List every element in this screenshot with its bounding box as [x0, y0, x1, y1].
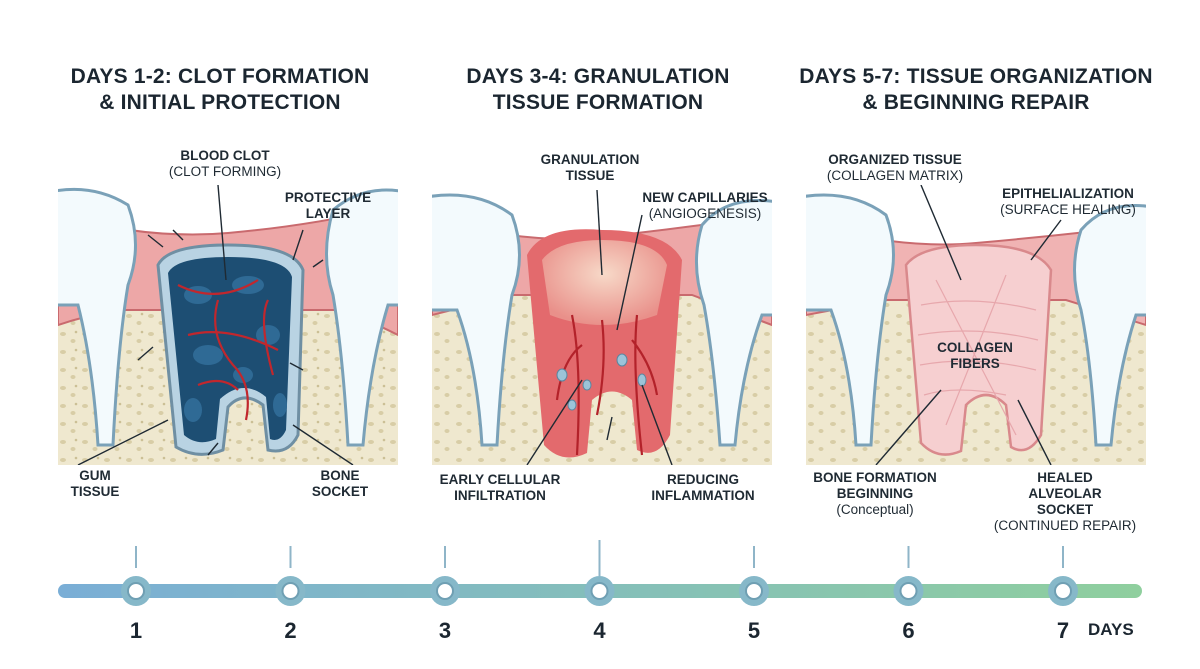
label-collagen-fibers: COLLAGEN FIBERS — [925, 340, 1025, 372]
timeline-node-center-5 — [745, 582, 763, 600]
label-gum-tissue: GUM TISSUE — [55, 468, 135, 500]
gum-text-2: TISSUE — [70, 484, 120, 499]
label-granulation-tissue: GRANULATION TISSUE — [520, 152, 660, 184]
stage3-title-line1: DAYS 5-7: TISSUE ORGANIZATION — [799, 65, 1153, 88]
left-tooth-2 — [432, 193, 521, 447]
timeline-node-center-4 — [590, 582, 609, 600]
new-capillaries — [555, 314, 659, 456]
label-early-infiltration: EARLY CELLULAR INFILTRATION — [425, 472, 575, 504]
coll-text-1: COLLAGEN — [937, 340, 1013, 355]
reduce-text-2: INFLAMMATION — [651, 488, 755, 503]
stage1-leaders — [77, 185, 354, 465]
timeline-node-center-6 — [899, 582, 918, 600]
timeline-day-5: 5 — [747, 618, 761, 643]
label-protective-layer: PROTECTIVE LAYER — [268, 190, 388, 222]
timeline-day-3: 3 — [438, 618, 452, 643]
label-organized-tissue: ORGANIZED TISSUE (COLLAGEN MATRIX) — [820, 152, 970, 184]
early-text-2: INFILTRATION — [454, 488, 546, 503]
healed-text-2: ALVEOLAR — [1028, 486, 1102, 501]
timeline — [58, 540, 1142, 606]
organized-tissue — [904, 243, 1053, 456]
reduce-text-1: REDUCING — [666, 472, 739, 487]
stage2-title-line2: TISSUE FORMATION — [492, 91, 704, 114]
collagen-fibers — [917, 274, 1039, 436]
stage2-illustration — [432, 185, 772, 465]
stage2-leaders — [526, 189, 673, 465]
timeline-node-center-2 — [281, 582, 300, 600]
healed-sub-text: (CONTINUED REPAIR) — [993, 518, 1137, 533]
label-bone-formation: BONE FORMATION BEGINNING (Conceptual) — [800, 470, 950, 518]
protective-text-2: LAYER — [305, 206, 351, 221]
timeline-node-center-1 — [127, 582, 145, 600]
stage2-title: DAYS 3-4: GRANULATION TISSUE FORMATION — [408, 64, 788, 116]
stage3-title: DAYS 5-7: TISSUE ORGANIZATION & BEGINNIN… — [786, 64, 1166, 116]
label-blood-clot: BLOOD CLOT (CLOT FORMING) — [140, 148, 310, 180]
timeline-day-2: 2 — [284, 618, 297, 643]
stage1-svg — [58, 185, 398, 465]
stage1-title-line2: & INITIAL PROTECTION — [99, 91, 341, 114]
blood-clot-sub-text: (CLOT FORMING) — [168, 164, 282, 179]
epi-sub-text: (SURFACE HEALING) — [1000, 202, 1136, 217]
timeline-day-1: 1 — [129, 618, 143, 643]
right-tooth-3 — [1073, 204, 1146, 447]
label-new-capillaries: NEW CAPILLARIES (ANGIOGENESIS) — [630, 190, 780, 222]
protective-text-1: PROTECTIVE — [284, 190, 372, 205]
label-epithelialization: EPITHELIALIZATION (SURFACE HEALING) — [988, 186, 1148, 218]
boneform-text-2: BEGINNING — [836, 486, 914, 501]
stage2-title-line1: DAYS 3-4: GRANULATION — [466, 65, 730, 88]
org-text-1: ORGANIZED TISSUE — [828, 152, 962, 167]
coll-text-2: FIBERS — [950, 356, 1000, 371]
timeline-day-4: 4 — [593, 618, 606, 643]
cap-sub-text: (ANGIOGENESIS) — [648, 206, 762, 221]
label-reducing-inflammation: REDUCING INFLAMMATION — [628, 472, 778, 504]
bone-text-1: BONE — [320, 468, 360, 483]
boneform-text-1: BONE FORMATION — [813, 470, 937, 485]
granulation-tissue — [542, 240, 667, 325]
stage3-illustration — [806, 185, 1146, 465]
stage1-title-line1: DAYS 1-2: CLOT FORMATION — [70, 65, 370, 88]
gran-text-2: TISSUE — [565, 168, 615, 183]
right-tooth — [325, 188, 398, 447]
left-tooth — [58, 187, 137, 447]
clot-vessels — [177, 279, 279, 421]
stage3-leaders — [875, 185, 1062, 465]
right-tooth-2 — [695, 199, 772, 447]
early-text-1: EARLY CELLULAR — [439, 472, 561, 487]
label-healed-socket: HEALED ALVEOLAR SOCKET (CONTINUED REPAIR… — [985, 470, 1145, 534]
label-bone-socket: BONE SOCKET — [300, 468, 380, 500]
bone-text-2: SOCKET — [311, 484, 369, 499]
org-sub-text: (COLLAGEN MATRIX) — [826, 168, 964, 183]
timeline-day-6: 6 — [902, 618, 915, 643]
left-tooth-3 — [806, 193, 895, 447]
blood-clot-text: BLOOD CLOT — [180, 148, 270, 163]
stage3-title-line2: & BEGINNING REPAIR — [862, 91, 1090, 114]
timeline-node-center-7 — [1054, 582, 1072, 600]
healed-text-3: SOCKET — [1036, 502, 1094, 517]
gran-text-1: GRANULATION — [540, 152, 640, 167]
epi-text-1: EPITHELIALIZATION — [1002, 186, 1134, 201]
stage1-illustration — [58, 185, 398, 465]
stage1-title: DAYS 1-2: CLOT FORMATION & INITIAL PROTE… — [30, 64, 410, 116]
stage3-svg — [806, 185, 1146, 465]
cap-text-1: NEW CAPILLARIES — [642, 190, 768, 205]
boneform-sub-text: (Conceptual) — [836, 502, 914, 517]
timeline-unit-label: DAYS — [1088, 620, 1134, 639]
healed-text-1: HEALED — [1037, 470, 1093, 485]
cells — [556, 353, 647, 411]
timeline-node-center-3 — [436, 582, 454, 600]
timeline-day-7: 7 — [1056, 618, 1070, 643]
stage2-svg — [432, 189, 772, 465]
timeline-nodes — [121, 546, 1078, 606]
gum-text-1: GUM — [79, 468, 111, 483]
